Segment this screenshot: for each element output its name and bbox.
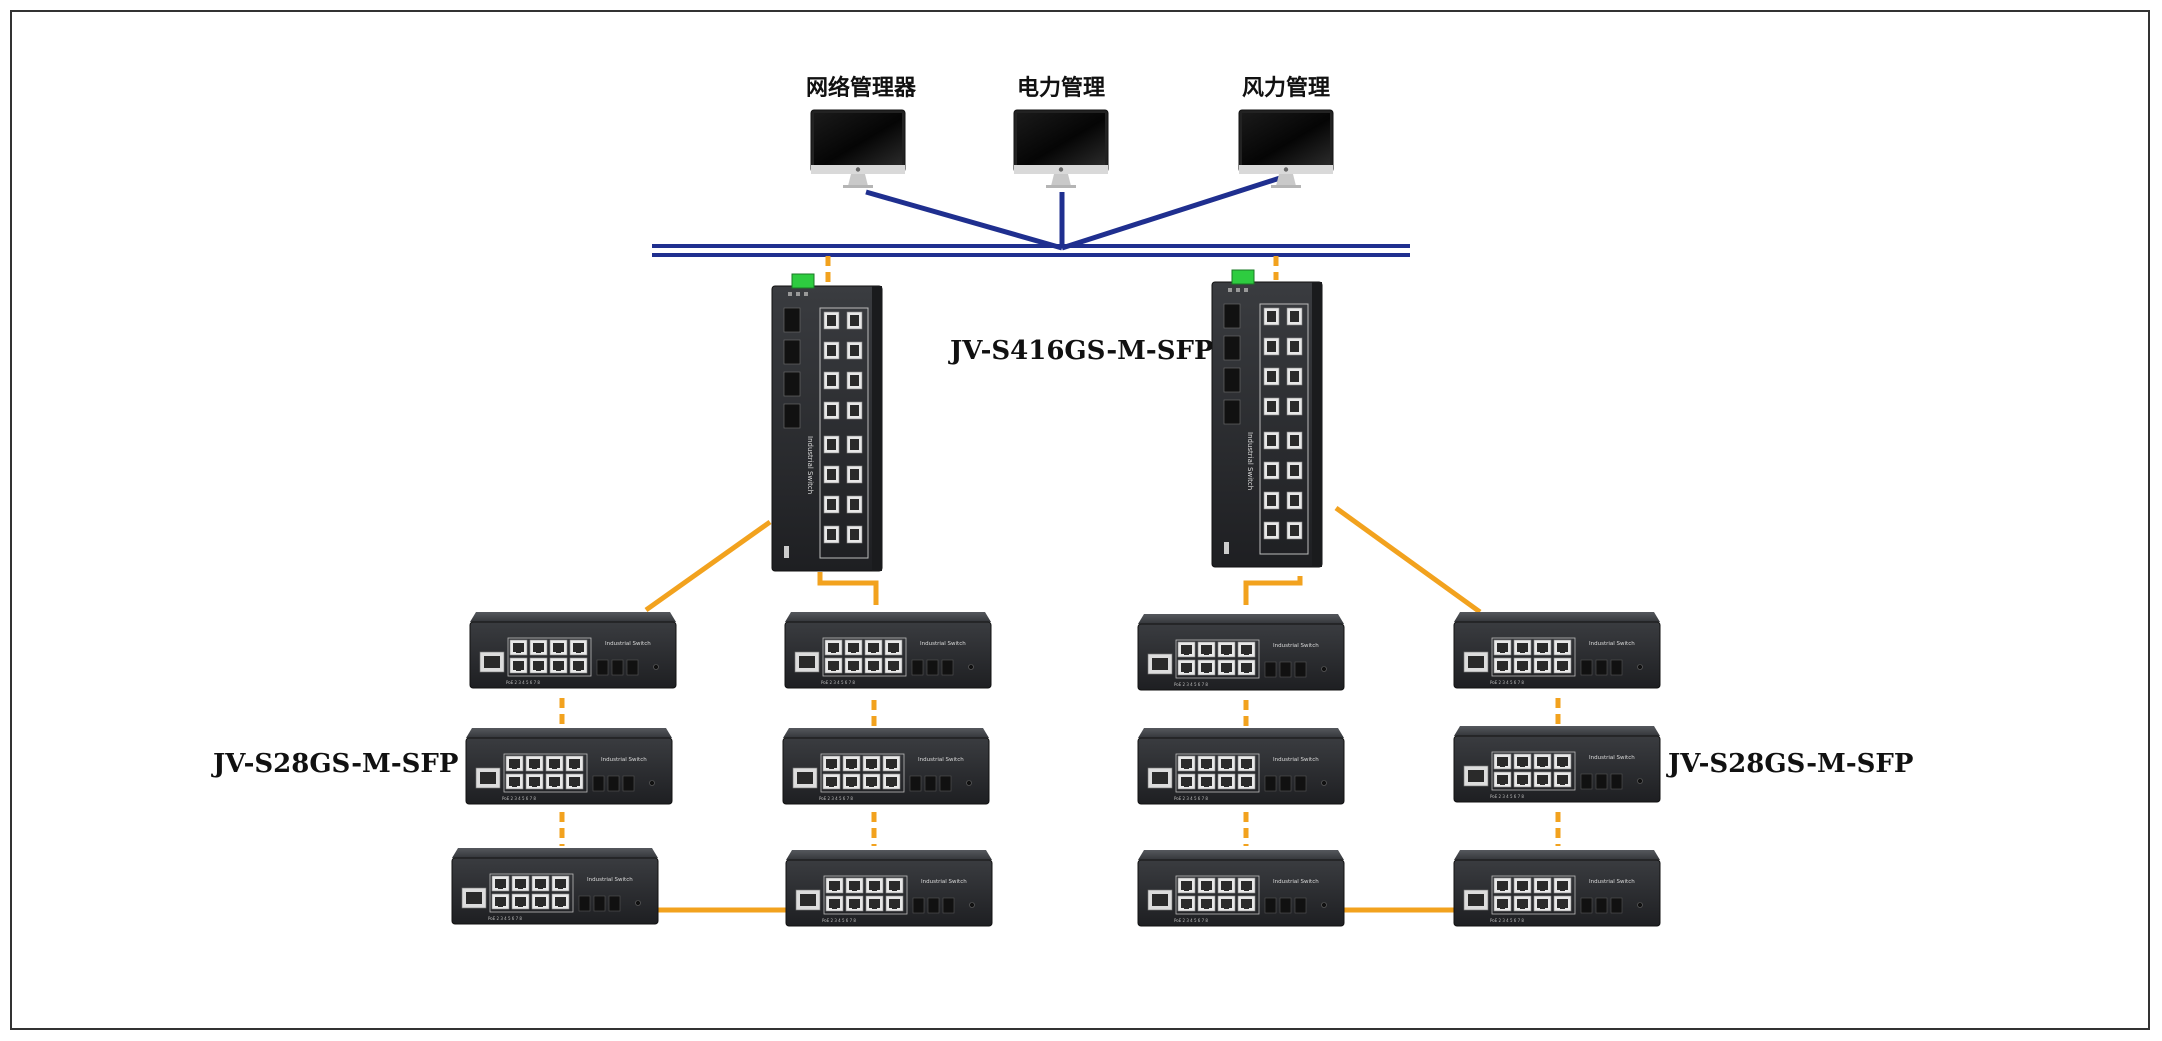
edge-switch-r2-bot xyxy=(1454,850,1660,926)
edge-switch-r1-top xyxy=(1138,614,1344,690)
core-switch-model-label: JV-S416GS-M-SFP xyxy=(950,336,1214,366)
edge-switch-r2-top xyxy=(1454,612,1660,688)
diagram-frame xyxy=(10,10,2150,1030)
pc-label-power-management: 电力管理 xyxy=(1016,76,1105,101)
edge-switch-model-label-right: JV-S28GS-M-SFP xyxy=(1668,749,1914,779)
edge-switch-l1-mid xyxy=(466,728,672,804)
edge-switch-model-label-left: JV-S28GS-M-SFP xyxy=(213,749,459,779)
core-switch-left xyxy=(772,274,882,571)
edge-switch-l2-bot xyxy=(786,850,992,926)
pc-label-wind-management: 风力管理 xyxy=(1241,76,1330,101)
edge-switch-r1-mid xyxy=(1138,728,1344,804)
edge-switch-r2-mid xyxy=(1454,726,1660,802)
core-switch-right xyxy=(1212,270,1322,567)
edge-switch-l2-mid xyxy=(783,728,989,804)
pc-label-network-manager: 网络管理器 xyxy=(805,76,916,101)
power-management-computer-icon xyxy=(1013,109,1109,189)
network-manager-computer-icon xyxy=(810,109,906,189)
edge-switch-l2-top xyxy=(785,612,991,688)
edge-switch-l1-top xyxy=(470,612,676,688)
backbone-bus xyxy=(652,244,1410,257)
orange-links xyxy=(559,256,1561,913)
wind-management-computer-icon xyxy=(1238,109,1334,189)
edge-switch-l1-bot xyxy=(452,848,658,924)
pc-to-backbone-links xyxy=(865,175,1281,251)
edge-switch-r1-bot xyxy=(1138,850,1344,926)
